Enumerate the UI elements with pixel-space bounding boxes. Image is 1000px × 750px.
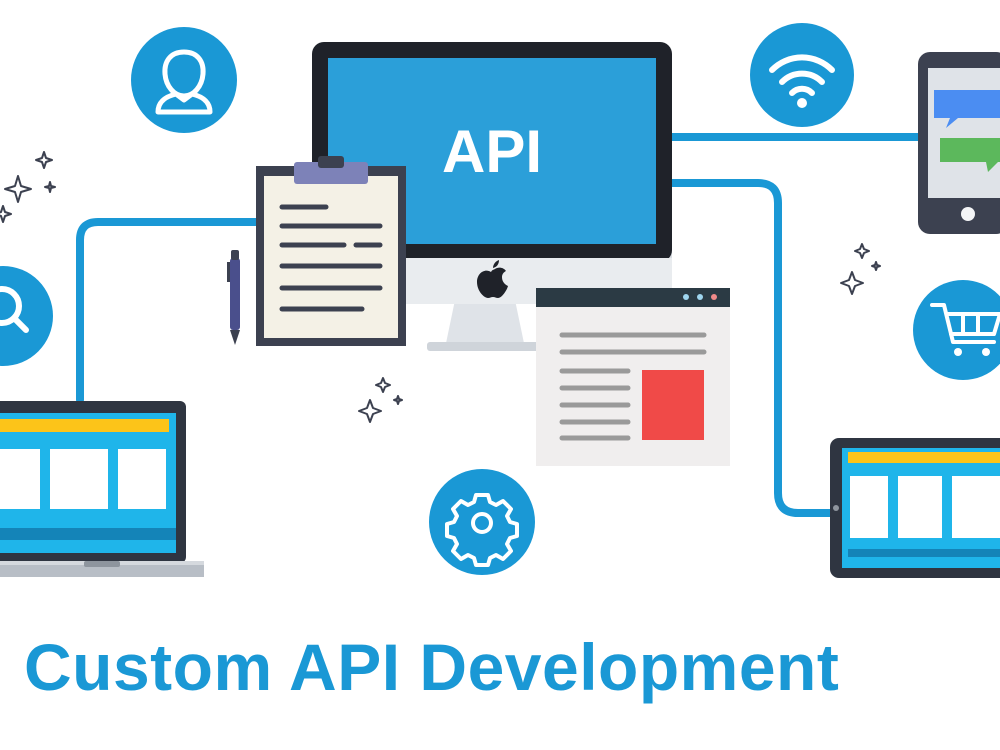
document-window <box>536 288 730 466</box>
chat-bubble-green <box>940 138 1000 172</box>
user-circle <box>131 27 237 133</box>
laptop-header-bar <box>0 419 169 432</box>
shopping-cart-icon <box>930 303 1000 344</box>
tablet-header-bar <box>848 452 1000 463</box>
gear-circle <box>429 469 535 575</box>
sparkle-icon <box>0 151 881 423</box>
clipboard-text-lines <box>279 204 383 312</box>
monitor: API <box>312 42 672 351</box>
cart-circle <box>913 280 1000 380</box>
connector-tablet <box>656 179 836 517</box>
clipboard <box>256 156 406 346</box>
search-circle <box>0 266 53 366</box>
monitor-screen-label: API <box>442 118 542 185</box>
apple-logo-icon <box>477 260 508 298</box>
laptop <box>0 401 204 577</box>
search-icon <box>0 286 29 333</box>
page-title: Custom API Development <box>24 630 840 704</box>
wifi-icon <box>769 54 835 96</box>
gear-icon <box>445 493 519 567</box>
pen-icon <box>227 250 240 345</box>
phone <box>918 52 1000 234</box>
document-image-block <box>642 370 704 440</box>
tablet <box>830 438 1000 578</box>
document-text-lines <box>559 332 707 441</box>
wifi-circle <box>750 23 854 127</box>
chat-bubble-blue <box>934 90 1000 128</box>
connector-lines <box>76 133 922 517</box>
user-icon <box>155 49 213 115</box>
connector-laptop <box>76 218 266 404</box>
